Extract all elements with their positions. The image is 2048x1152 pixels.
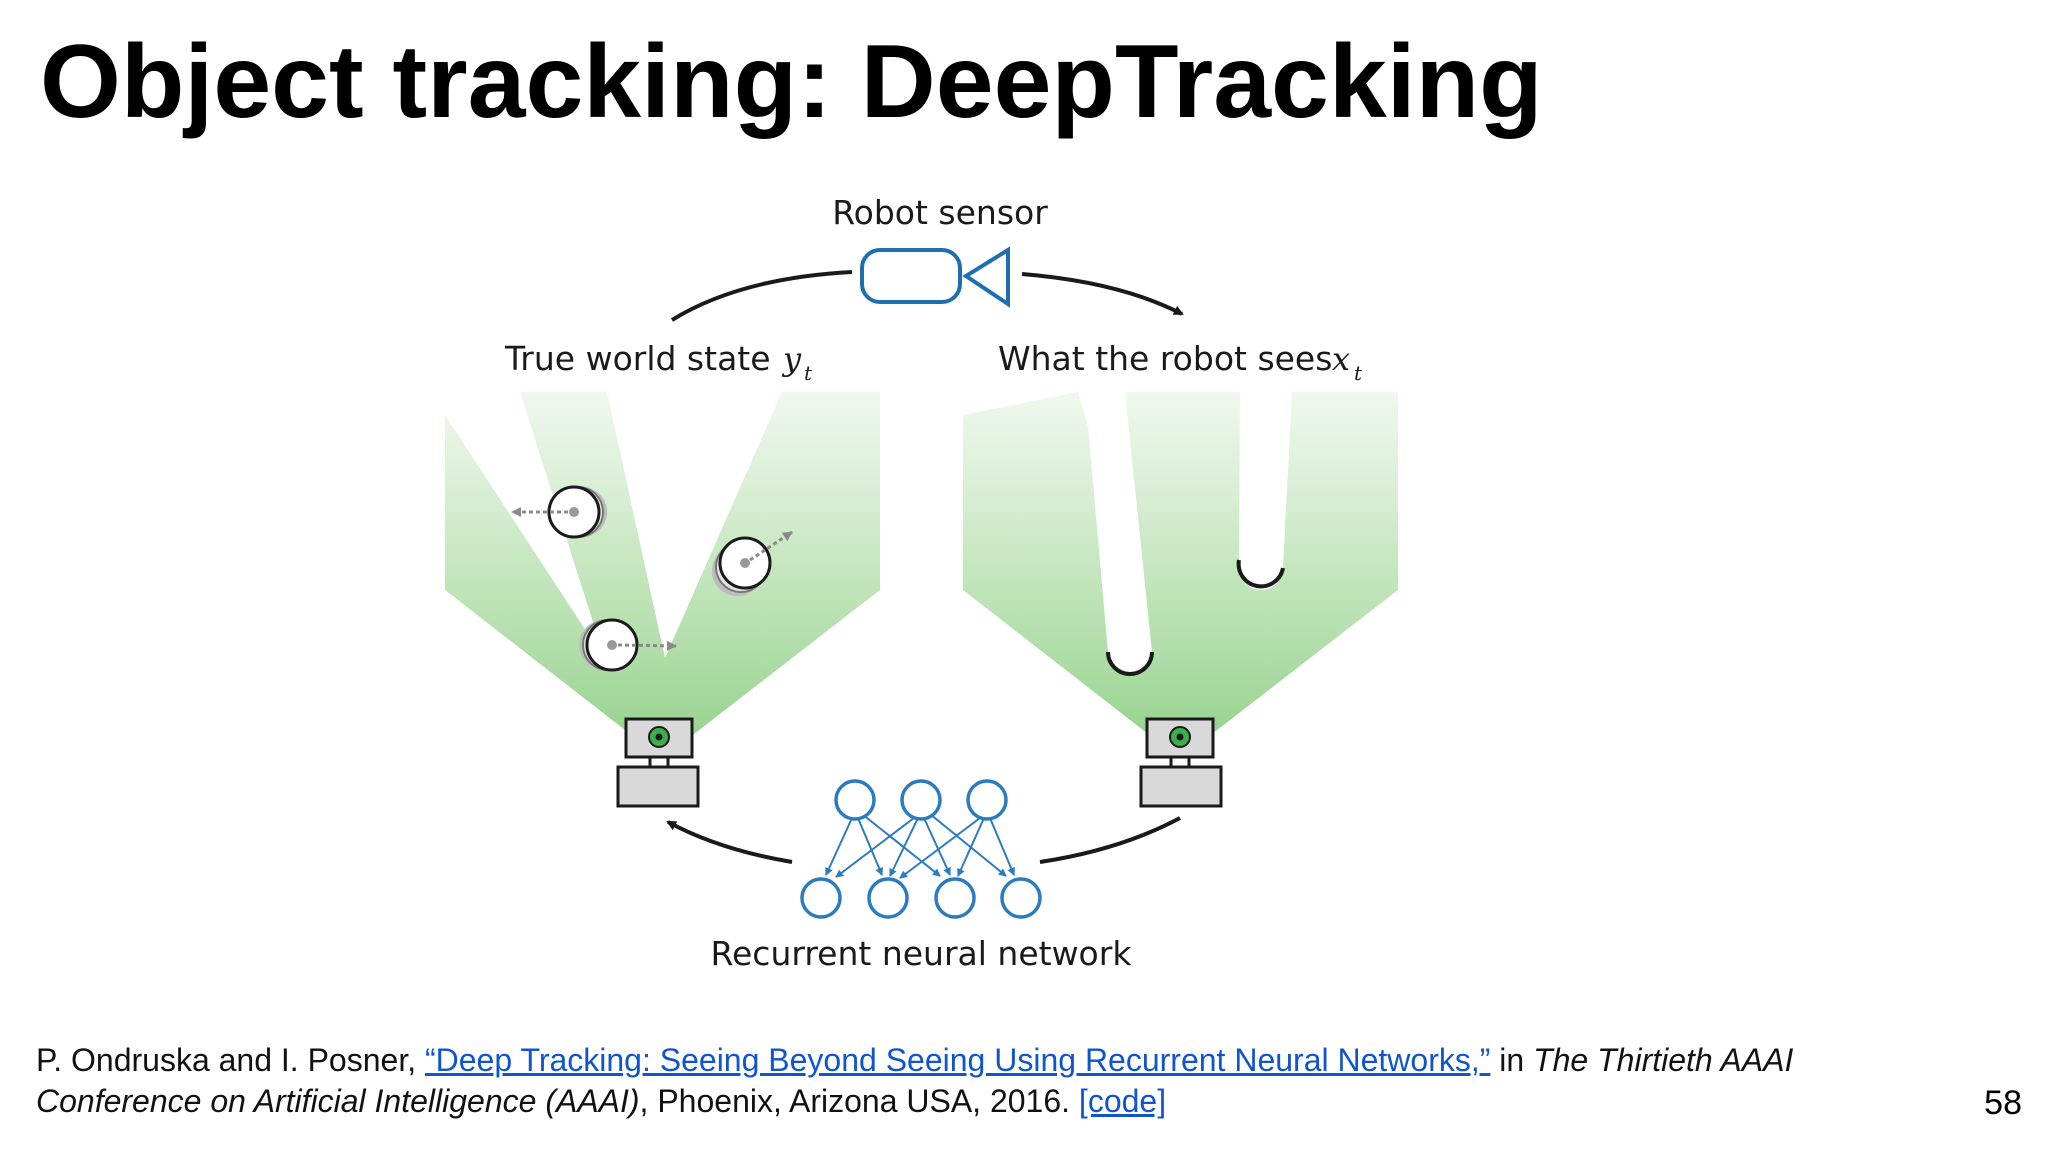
network-arc-left bbox=[666, 820, 793, 864]
true-world-state-var: y bbox=[781, 340, 802, 378]
paper-title-link[interactable]: “Deep Tracking: Seeing Beyond Seeing Usi… bbox=[424, 1042, 1491, 1078]
true-world-state-text: True world state bbox=[504, 339, 771, 378]
robot-view-field bbox=[963, 392, 1398, 748]
slide-title: Object tracking: DeepTracking bbox=[40, 24, 1543, 140]
camera-icon bbox=[860, 246, 1010, 308]
neural-network-icon bbox=[800, 779, 1042, 919]
citation-venue: The Thirtieth AAAI Conference on Artific… bbox=[36, 1042, 1794, 1119]
network-node bbox=[934, 877, 976, 919]
tracked-object-2 bbox=[712, 530, 793, 596]
robot-view-occlusion-2 bbox=[1239, 392, 1292, 590]
network-node bbox=[1000, 877, 1042, 919]
citation-in: in bbox=[1490, 1042, 1534, 1078]
what-robot-sees-text: What the robot sees bbox=[998, 339, 1332, 378]
citation-authors: P. Ondruska and I. Posner, bbox=[36, 1042, 425, 1078]
robot-sensor-label: Robot sensor bbox=[832, 193, 1048, 232]
network-node bbox=[900, 779, 942, 821]
sensor-arc-left bbox=[670, 270, 853, 322]
network-node bbox=[867, 877, 909, 919]
world-state-field bbox=[445, 392, 880, 748]
tracked-object-1 bbox=[511, 485, 607, 539]
what-robot-sees-var: x bbox=[1332, 340, 1350, 378]
network-node bbox=[834, 779, 876, 821]
robot-icon-right bbox=[1139, 717, 1223, 808]
network-node bbox=[966, 779, 1008, 821]
network-node bbox=[800, 877, 842, 919]
robot-view-occlusion-1 bbox=[1085, 392, 1152, 674]
true-world-state-label: True world state y t bbox=[504, 339, 813, 385]
citation: P. Ondruska and I. Posner, “Deep Trackin… bbox=[36, 1040, 1916, 1122]
what-robot-sees-label: What the robot sees x t bbox=[998, 339, 1363, 385]
code-link[interactable]: [code] bbox=[1078, 1083, 1167, 1119]
robot-icon-left bbox=[616, 717, 700, 808]
sensor-arc-right bbox=[1021, 272, 1184, 316]
network-arc-right bbox=[1039, 816, 1181, 864]
observed-surface-1 bbox=[1106, 651, 1154, 676]
observed-surface-2 bbox=[1236, 559, 1285, 589]
tracked-object-3 bbox=[579, 618, 677, 672]
citation-location: , Phoenix, Arizona USA, 2016. bbox=[639, 1083, 1079, 1119]
recurrent-network-label: Recurrent neural network bbox=[711, 934, 1133, 973]
true-world-state-sub: t bbox=[804, 361, 813, 385]
page-number: 58 bbox=[1984, 1084, 2022, 1122]
what-robot-sees-sub: t bbox=[1354, 361, 1363, 385]
